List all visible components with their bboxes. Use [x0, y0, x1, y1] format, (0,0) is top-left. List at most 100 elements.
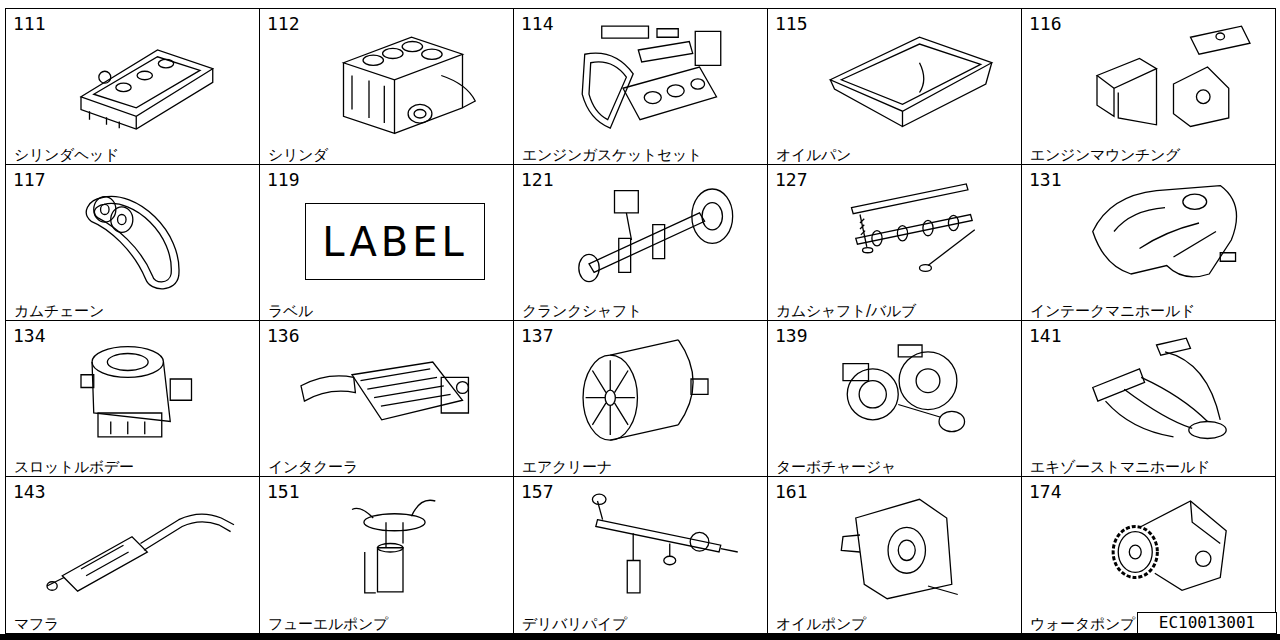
drawing-stroke: [863, 248, 873, 253]
part-illustration: [86, 196, 179, 289]
callout-number: 139: [775, 326, 808, 346]
drawing-stroke: [352, 508, 373, 518]
part-illustration: [852, 184, 975, 272]
drawing-stroke: [101, 204, 110, 214]
drawing-stroke: [47, 582, 57, 591]
callout-number: 115: [775, 14, 808, 34]
drawing-stroke: [691, 79, 705, 89]
drawing-stroke: [596, 520, 721, 552]
drawing-stroke: [583, 355, 637, 440]
callout-number: 143: [13, 482, 46, 502]
part-illustration: [843, 345, 965, 432]
drawing-stroke: [1189, 422, 1226, 439]
drawing-stroke: [841, 535, 860, 552]
part-name: インテークマニホールド: [1030, 303, 1195, 320]
drawing-stroke: [920, 63, 924, 93]
drawing-stroke: [1165, 352, 1220, 420]
drawing-stroke: [457, 382, 469, 394]
drawing-stroke: [414, 110, 426, 119]
drawing-stroke: [1097, 59, 1157, 89]
drawing-stroke: [860, 219, 865, 235]
drawing-stroke: [898, 345, 922, 357]
drawing-stroke: [365, 552, 376, 593]
drawing-stroke: [81, 69, 213, 129]
part-illustration: [1113, 501, 1226, 590]
catalog-cell: 161オイルポンプ: [767, 476, 1022, 634]
drawing-stroke: [352, 76, 384, 124]
drawing-stroke: [859, 381, 886, 408]
figure-code: EC10013001: [1138, 614, 1276, 632]
drawing-stroke: [1174, 67, 1229, 127]
drawing-stroke: [920, 265, 932, 272]
drawing-stroke: [118, 215, 127, 225]
drawing-stroke: [638, 42, 692, 62]
callout-number: 151: [267, 482, 300, 502]
drawing-stroke: [644, 92, 661, 104]
drawing-stroke: [94, 203, 171, 281]
drawing-stroke: [843, 364, 869, 381]
drawing-stroke: [422, 49, 442, 59]
catalog-cell: 131 インテークマニホールド: [1021, 164, 1276, 321]
drawing-stroke: [847, 369, 898, 420]
drawing-stroke: [830, 80, 902, 127]
drawing-stroke: [690, 532, 709, 551]
drawing-stroke: [903, 63, 992, 127]
drawing-stroke: [1097, 76, 1114, 117]
drawing-stroke: [62, 537, 147, 591]
part-name: オイルポンプ: [776, 616, 866, 633]
drawing-stroke: [898, 405, 941, 418]
part-illustration: [1093, 338, 1226, 438]
part-name: シリンダヘッド: [14, 147, 119, 164]
callout-number: 116: [1029, 14, 1062, 34]
drawing-stroke: [589, 62, 626, 120]
callout-number: 141: [1029, 326, 1062, 346]
part-illustration: [301, 362, 468, 420]
drawing-stroke: [90, 111, 120, 128]
drawing-stroke: [691, 379, 708, 394]
drawing-stroke: [1220, 253, 1235, 262]
drawing-stroke: [582, 53, 633, 128]
callout-number: 111: [13, 14, 46, 34]
part-name: カムシャフト/バルブ: [776, 303, 916, 320]
part-name: シリンダ: [268, 147, 328, 164]
drawing-stroke: [395, 54, 463, 133]
part-illustration: [352, 500, 435, 593]
callout-number: 131: [1029, 170, 1062, 190]
drawing-stroke: [344, 63, 395, 134]
drawing-stroke: [579, 254, 599, 281]
drawing-stroke: [344, 37, 463, 80]
drawing-stroke: [852, 184, 968, 214]
callout-number: 136: [267, 326, 300, 346]
catalog-cell: 121クランクシャフト: [513, 164, 768, 321]
drawing-stroke: [378, 544, 404, 553]
drawing-stroke: [1157, 338, 1191, 355]
callout-number: 112: [267, 14, 300, 34]
drawing-stroke: [81, 545, 129, 576]
catalog-cell: 112 シリンダ: [259, 8, 514, 165]
catalog-cell: 117カムチェーン: [5, 164, 260, 321]
catalog-cell: 157デリバリパイプ: [513, 476, 768, 634]
drawing-stroke: [841, 44, 980, 104]
catalog-cell: 174ウォータポンプEC10013001: [1021, 476, 1276, 634]
part-name: エアクリーナ: [522, 459, 612, 476]
part-name: クランクシャフト: [522, 303, 642, 320]
drawing-stroke: [107, 354, 148, 371]
drawing-stroke: [928, 586, 958, 595]
catalog-cell: 111 シリンダヘッド: [5, 8, 260, 165]
drawing-stroke: [657, 29, 678, 38]
part-name: エンジンマウンチング: [1030, 147, 1180, 164]
part-illustration: [579, 189, 733, 282]
drawing-stroke: [383, 48, 403, 58]
drawing-stroke: [1191, 501, 1221, 544]
part-illustration: [1093, 186, 1237, 277]
part-name: エンジンガスケットセット: [522, 147, 702, 164]
drawing-stroke: [81, 50, 213, 116]
drawing-stroke: [898, 540, 915, 560]
drawing-stroke: [856, 499, 952, 598]
catalog-cell: 114エンジンガスケットセット: [513, 8, 768, 165]
part-name: ラベル: [268, 303, 313, 320]
drawing-stroke: [1114, 208, 1216, 257]
catalog-cell: 137エアクリーナ: [513, 320, 768, 477]
part-name: オイルパン: [776, 147, 851, 164]
